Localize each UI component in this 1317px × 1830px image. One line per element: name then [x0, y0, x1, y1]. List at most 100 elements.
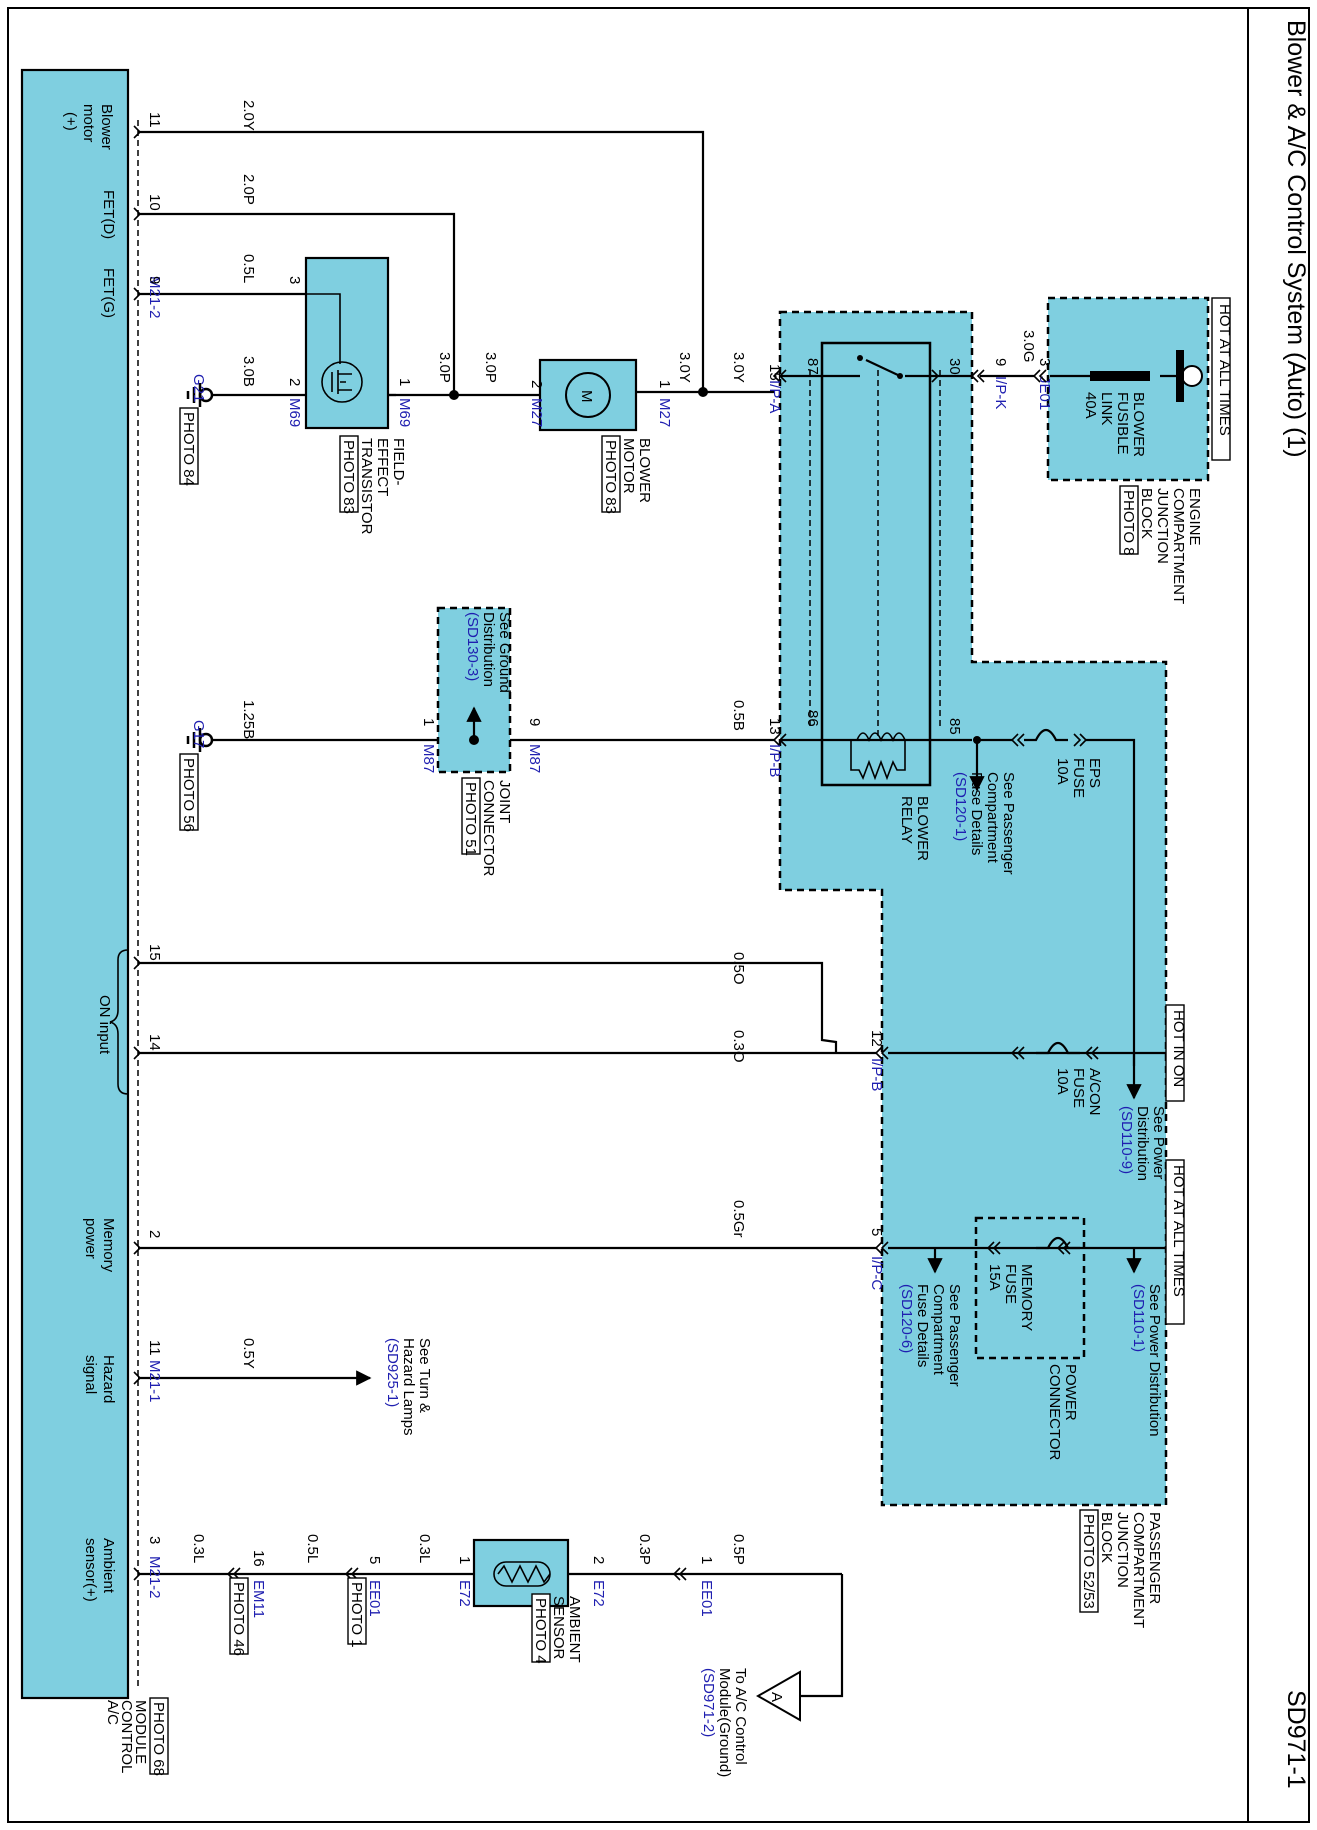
em11-pin: 16: [250, 1550, 267, 1567]
turn-c: (SD925-1): [384, 1338, 401, 1407]
ecjb-label: ENGINE COMPARTMENT JUNCTION BLOCK PHOTO …: [1119, 485, 1203, 604]
g17-photo: PHOTO 56: [180, 758, 197, 832]
joint-label: JOINT CONNECTOR PHOTO 51: [461, 777, 513, 877]
acon-label: A/CON FUSE 10A: [1054, 1068, 1103, 1116]
acm-mp2: power: [82, 1218, 99, 1259]
relay-coil: [856, 732, 906, 743]
pcjb-photo: PHOTO 52/53: [1080, 1514, 1097, 1609]
wire-to-triangle: [800, 1574, 844, 1698]
gd-a: See Ground: [496, 612, 513, 693]
hot-all-times-mid: HOT AT ALL TIMES: [1170, 1165, 1187, 1297]
w30y-b: 3.0Y: [676, 352, 693, 383]
acg-c: (SD971-2): [700, 1668, 717, 1737]
pcfd1-a: See Passenger: [1000, 772, 1017, 875]
ipc-pin: 5: [868, 1228, 885, 1236]
acon-fuse: [1036, 1041, 1080, 1055]
fet-l1: FIELD-: [390, 438, 407, 486]
acm-photo-box: [149, 1697, 169, 1775]
joint-l1: JOINT: [496, 780, 513, 823]
motor-l1: BLOWER: [636, 438, 653, 503]
ee01-photo-box: [347, 1577, 367, 1645]
m87-conn-a: M87: [526, 744, 543, 773]
e72-conn-b: E72: [456, 1580, 473, 1607]
pcfd6-c: Fuse Details: [914, 1284, 931, 1367]
m27-conn-a: M27: [656, 398, 673, 427]
m69-pin2: 2: [286, 378, 303, 386]
fl-l1: BLOWER: [1130, 392, 1147, 457]
pc-label: POWER CONNECTOR: [1046, 1364, 1079, 1461]
hot-all-times-box-mid: [1165, 1159, 1185, 1325]
acm-pin3: 3: [146, 1536, 163, 1544]
motor-l2: MOTOR: [620, 438, 637, 494]
w03l-b: 0.3L: [190, 1534, 207, 1563]
ee01-connector-a: [672, 1567, 687, 1581]
e72-pin1: 1: [456, 1556, 473, 1564]
acm-pin9: 9: [146, 276, 163, 284]
mem-conn-b: [986, 1241, 1001, 1255]
relay-l2: RELAY: [898, 796, 915, 844]
motor-photo-box: [601, 435, 621, 513]
pcjb-l4: BLOCK: [1098, 1512, 1115, 1563]
m212-conn-a: M21-2: [146, 276, 163, 319]
ecjb-l4: BLOCK: [1138, 488, 1155, 539]
e72-pin2: 2: [590, 1556, 607, 1564]
memory-fuse: [1036, 1236, 1080, 1250]
g21-photo-box: [179, 407, 199, 485]
gd-ref: See Ground Distribution (SD130-3): [464, 612, 513, 693]
wire-20y: [138, 130, 705, 392]
fet-label: FIELD- EFFECT TRANSISTOR PHOTO 83: [339, 435, 407, 535]
m87-conn-b: M87: [420, 744, 437, 773]
pcjb-l3: JUNCTION: [1114, 1512, 1131, 1588]
pcfd1-c: Fuse Details: [968, 772, 985, 855]
diagram-title: Blower & A/C Control System (Auto) (1): [1282, 20, 1310, 458]
code-group: SD971-1: [1282, 1690, 1310, 1789]
acm-pin14: 14: [146, 1034, 163, 1051]
fl-l2: FUSIBLE: [1114, 392, 1131, 455]
ground-g21: [186, 383, 214, 407]
acm-fetg: FET(G): [100, 268, 117, 318]
turn-b: Hazard Lamps: [400, 1338, 417, 1436]
pcjb-label: PASSENGER COMPARTMENT JUNCTION BLOCK PHO…: [1079, 1509, 1163, 1628]
m69-pin1: 1: [396, 378, 413, 386]
pd9-c: (SD110-9): [1118, 1106, 1135, 1174]
mem-label: MEMORY FUSE 15A: [986, 1264, 1035, 1331]
acon-conn-a: [1084, 1046, 1099, 1060]
ipk-conn: I/P-K: [992, 376, 1009, 409]
acm-as1: Ambient: [100, 1538, 117, 1594]
m69-pin3: 3: [286, 276, 303, 284]
m87-pin9: 9: [526, 718, 543, 726]
pcfd1-ref: See Passenger Compartment Fuse Details (…: [952, 772, 1017, 875]
acm-pin10: 10: [146, 194, 163, 211]
acm-name: A/C CONTROL MODULE PHOTO 68: [104, 1697, 169, 1776]
pd1-b: (SD110-1): [1130, 1284, 1147, 1352]
acm-l1: A/C: [104, 1700, 121, 1725]
m87-pin1: 1: [420, 718, 437, 726]
acg-ref: To A/C Control Module(Ground) (SD971-2): [700, 1668, 749, 1777]
diagram-code: SD971-1: [1282, 1690, 1310, 1789]
eps-feed: [1086, 738, 1136, 1066]
acm-bm3: (+): [62, 112, 79, 131]
on-input-brace: [109, 949, 129, 1095]
ipb-conn-a: I/P-B: [766, 744, 783, 777]
acm-mp1: Memory: [100, 1218, 117, 1273]
pcjb-photo-box: [1079, 1509, 1099, 1613]
relay-p85: 85: [946, 718, 963, 735]
blower-motor: [538, 358, 638, 432]
acm-pin11: 11: [146, 112, 163, 128]
motor-photo: PHOTO 83: [602, 440, 619, 514]
je01-pin: 3: [1036, 358, 1053, 366]
motor-label: BLOWER MOTOR PHOTO 83: [601, 435, 653, 514]
ac-control-module: [20, 68, 130, 1700]
ipk-pin: 9: [992, 358, 1009, 366]
page-frame: [7, 7, 1310, 1823]
eps-l1: EPS: [1086, 758, 1103, 788]
triangle-a: A: [768, 1692, 785, 1702]
hot-in-on: HOT IN ON: [1170, 1010, 1187, 1087]
joint-photo-box: [461, 777, 481, 855]
acm-l2: CONTROL: [118, 1700, 135, 1773]
pcfd6-a: See Passenger: [946, 1284, 963, 1387]
em11-conn: EM11: [250, 1580, 267, 1618]
acg-a: To A/C Control: [732, 1668, 749, 1765]
w03o: 0.3O: [730, 1030, 747, 1063]
